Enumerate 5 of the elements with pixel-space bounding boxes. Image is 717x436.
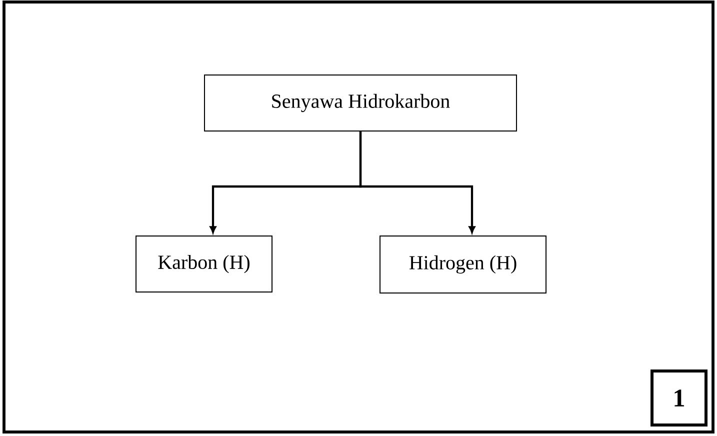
process-box: Karbon (H) xyxy=(136,236,272,292)
process-box: Senyawa Hidrokarbon xyxy=(204,74,517,132)
process-box: Hidrogen (H) xyxy=(380,236,546,294)
number-box: 1 xyxy=(650,370,708,426)
arrow xyxy=(359,132,476,234)
